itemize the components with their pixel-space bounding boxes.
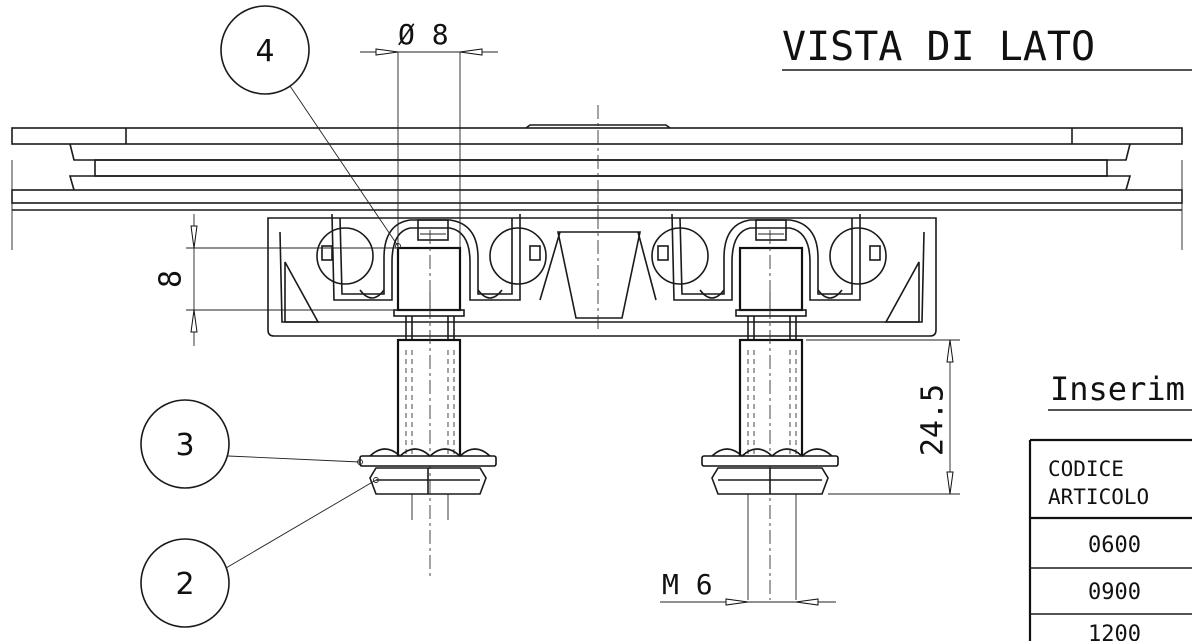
balloon-2: 2 — [140, 477, 379, 628]
dimension-diameter-label: Ø 8 — [398, 18, 449, 51]
table-row: 0900 — [1088, 580, 1141, 605]
dimension-thread: M 6 — [660, 568, 836, 606]
rail-profile — [267, 190, 937, 337]
dimension-height-label: 8 — [154, 270, 189, 288]
balloon-4-label: 4 — [255, 34, 274, 69]
dimension-length: 24.5 — [806, 339, 960, 495]
table-header-line1: CODICE — [1048, 457, 1124, 481]
top-plate — [11, 105, 1183, 250]
dimension-diameter: Ø 8 — [360, 18, 498, 248]
insert-table: Inserim CODICE ARTICOLO 0600 0900 1200 — [1028, 370, 1192, 641]
dimension-thread-label: M 6 — [662, 568, 713, 601]
balloon-4: 4 — [220, 5, 401, 249]
table-row: 0600 — [1088, 533, 1141, 558]
balloon-2-label: 2 — [175, 567, 194, 602]
view-title: VISTA DI LATO — [782, 24, 1095, 70]
table-row: 1200 — [1088, 622, 1141, 641]
right-insert — [701, 219, 839, 600]
balloon-3-label: 3 — [175, 428, 194, 463]
balloon-3: 3 — [140, 399, 363, 489]
table-caption: Inserim — [1050, 370, 1185, 408]
left-insert — [359, 219, 497, 580]
table-header-line2: ARTICOLO — [1048, 485, 1149, 509]
dimension-height: 8 — [154, 214, 398, 346]
dimension-length-label: 24.5 — [916, 384, 951, 456]
